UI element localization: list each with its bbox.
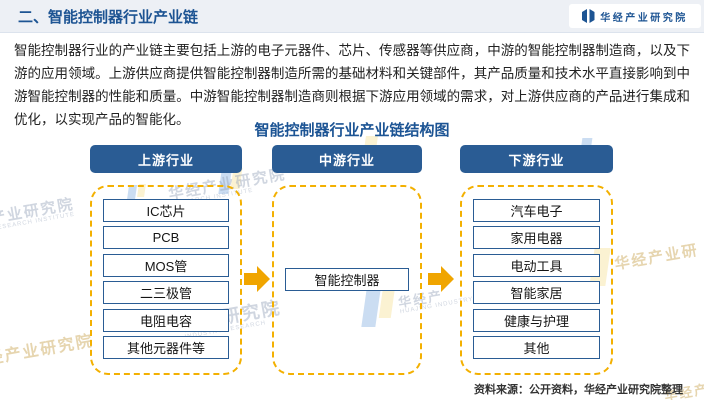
downstream-item: 家用电器	[473, 226, 600, 250]
upstream-item: 电阻电容	[103, 308, 229, 332]
downstream-item: 智能家居	[473, 281, 600, 305]
upstream-item: PCB	[103, 226, 229, 250]
page-title: 二、智能控制器行业产业链	[18, 9, 199, 26]
brand-logo-icon	[582, 9, 595, 23]
downstream-container: 汽车电子 家用电器 电动工具 智能家居 健康与护理 其他	[460, 185, 613, 375]
column-header-upstream: 上游行业	[90, 145, 242, 173]
midstream-container: 智能控制器	[272, 185, 422, 375]
brand-logo: 华经产业研究院	[569, 4, 701, 28]
column-header-midstream: 中游行业	[272, 145, 422, 173]
flow-arrow-right-icon	[428, 266, 454, 292]
header-band: 二、智能控制器行业产业链 华经产业研究院	[0, 0, 704, 33]
upstream-item: 其他元器件等	[103, 335, 229, 359]
upstream-item: MOS管	[103, 253, 229, 277]
flow-arrow-right-icon	[244, 266, 270, 292]
downstream-item: 其他	[473, 335, 600, 359]
watermark-text: 华经产业研	[613, 241, 701, 274]
downstream-item: 电动工具	[473, 253, 600, 277]
diagram-title: 智能控制器行业产业链结构图	[254, 122, 450, 139]
column-header-downstream: 下游行业	[460, 145, 613, 173]
source-note: 资料来源：公开资料，华经产业研究院整理	[474, 384, 683, 396]
upstream-container: IC芯片 PCB MOS管 二三极管 电阻电容 其他元器件等	[90, 185, 242, 375]
midstream-item: 智能控制器	[285, 268, 409, 291]
intro-paragraph: 智能控制器行业的产业链主要包括上游的电子元器件、芯片、传感器等供应商，中游的智能…	[14, 43, 690, 127]
downstream-item: 汽车电子	[473, 199, 600, 222]
watermark-text: 经产业研究院	[0, 332, 96, 369]
downstream-item: 健康与护理	[473, 308, 600, 332]
upstream-item: IC芯片	[103, 199, 229, 222]
brand-logo-text: 华经产业研究院	[600, 12, 688, 24]
upstream-item: 二三极管	[103, 281, 229, 305]
